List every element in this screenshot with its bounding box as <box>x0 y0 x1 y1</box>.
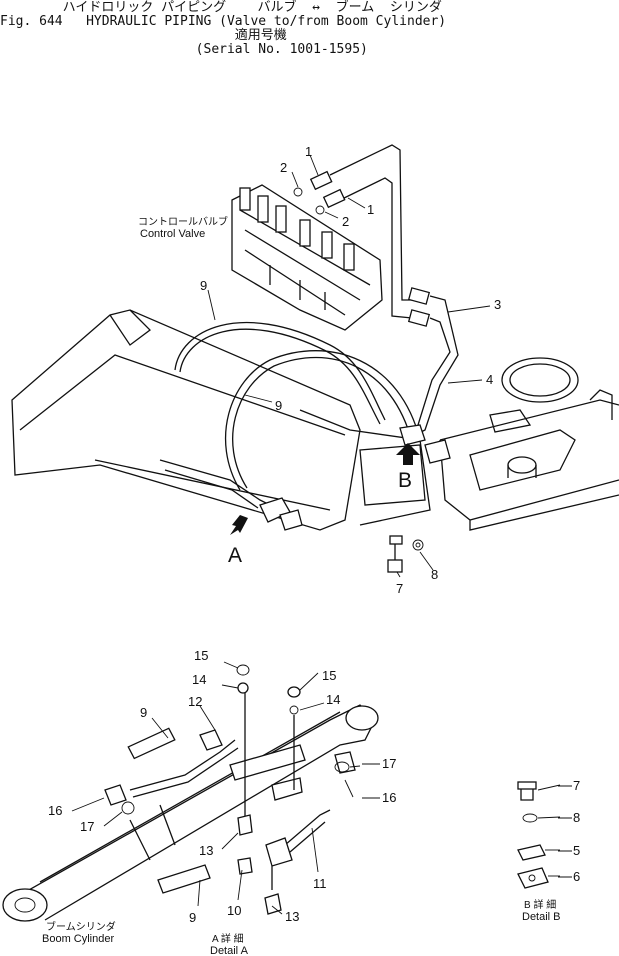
callout-1-upper: 1 <box>305 144 312 159</box>
steel-pipes <box>329 144 459 436</box>
callout-7-detail-b: 7 <box>573 778 580 793</box>
machine-frame <box>439 357 619 531</box>
callout-4: 4 <box>486 372 493 387</box>
callout-10: 10 <box>227 903 241 918</box>
callout-8-upper: 8 <box>431 567 438 582</box>
view-arrow-a <box>230 515 248 535</box>
callout-12: 12 <box>188 694 202 709</box>
boom-cylinder-label: Boom Cylinder <box>42 933 114 945</box>
detail-a-label: Detail A <box>210 945 249 956</box>
detail-a-parts <box>104 664 253 894</box>
callout-2-upper: 2 <box>280 160 287 175</box>
view-a-label: A <box>228 544 242 567</box>
callout-15-a: 15 <box>194 648 208 663</box>
callout-16-left: 16 <box>48 803 62 818</box>
view-b-label: B <box>398 469 412 492</box>
control-valve <box>231 184 383 331</box>
view-arrow-b <box>396 443 420 465</box>
boom-cylinder-label-jp: ブームシリンダ <box>46 920 116 933</box>
figure-title: Fig. 644 HYDRAULIC PIPING (Valve to/from… <box>0 14 447 29</box>
callout-2-lower: 2 <box>342 214 349 229</box>
callout-17-left: 17 <box>80 819 94 834</box>
callout-1-lower: 1 <box>367 202 374 217</box>
callout-15-b: 15 <box>322 668 336 683</box>
callout-13-a: 13 <box>199 843 213 858</box>
boom-cylinder <box>2 704 379 922</box>
callout-9-detail-a: 9 <box>140 705 147 720</box>
detail-a-label-jp: A 詳 細 <box>212 932 244 945</box>
callout-3: 3 <box>494 297 501 312</box>
callout-11: 11 <box>313 876 327 891</box>
serial-number-range: (Serial No. 1001-1595) <box>0 42 368 57</box>
callout-7-upper: 7 <box>396 581 403 596</box>
hoses <box>159 321 421 516</box>
callout-13-b: 13 <box>285 909 299 924</box>
callout-8-detail-b: 8 <box>573 810 580 825</box>
callout-9-upper: 9 <box>200 278 207 293</box>
callout-5: 5 <box>573 843 580 858</box>
control-valve-label-jp: コントロールバルブ <box>138 215 228 228</box>
callout-14-b: 14 <box>326 692 340 707</box>
callout-14-a: 14 <box>192 672 206 687</box>
callout-9-bottom: 9 <box>189 910 196 925</box>
callout-9-middle: 9 <box>275 398 282 413</box>
applicable-serial-label-jp: 適用号機 <box>0 28 287 43</box>
header-japanese-title: ハイドロリック パイピング バルブ ↔ ブーム シリンダ <box>0 0 442 15</box>
callout-tails <box>362 763 572 878</box>
callout-6: 6 <box>573 869 580 884</box>
callout-17-right: 17 <box>382 756 396 771</box>
boom <box>11 309 431 531</box>
upper-fittings <box>259 170 451 573</box>
detail-b-label-jp: B 詳 細 <box>524 898 556 911</box>
leader-lines <box>71 154 561 915</box>
detail-b-label: Detail B <box>522 911 561 923</box>
detail-b-side-parts <box>264 686 356 915</box>
detail-b-parts <box>517 781 549 889</box>
control-valve-label: Control Valve <box>140 228 205 240</box>
callout-16-right: 16 <box>382 790 396 805</box>
